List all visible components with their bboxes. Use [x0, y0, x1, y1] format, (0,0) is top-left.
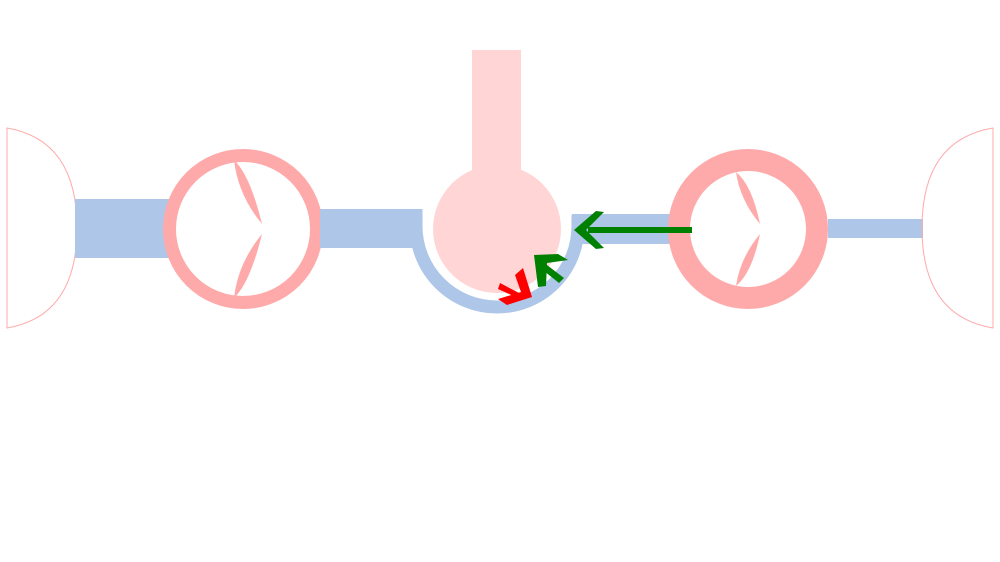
right-valve-ring [668, 149, 828, 309]
right-valve-leaflet-bottom [736, 234, 760, 286]
left-valve-leaflet-top [234, 160, 262, 224]
arrow-down-right-icon [498, 268, 532, 305]
u-vessel [409, 209, 585, 314]
right-cap-outline [921, 127, 994, 329]
arrow-left-icon [574, 211, 692, 249]
left-valve-leaflet-bottom [234, 234, 262, 298]
chamber-bulb [433, 165, 561, 293]
right-vessel [828, 219, 923, 238]
left-vessel [75, 199, 172, 258]
chamber-stem [472, 50, 521, 180]
arrow-up-left-icon [534, 254, 568, 287]
middle-left-vessel [320, 209, 422, 248]
left-cap-outline [6, 127, 78, 329]
left-valve-ring [163, 149, 323, 309]
right-valve-leaflet-top [736, 172, 760, 224]
